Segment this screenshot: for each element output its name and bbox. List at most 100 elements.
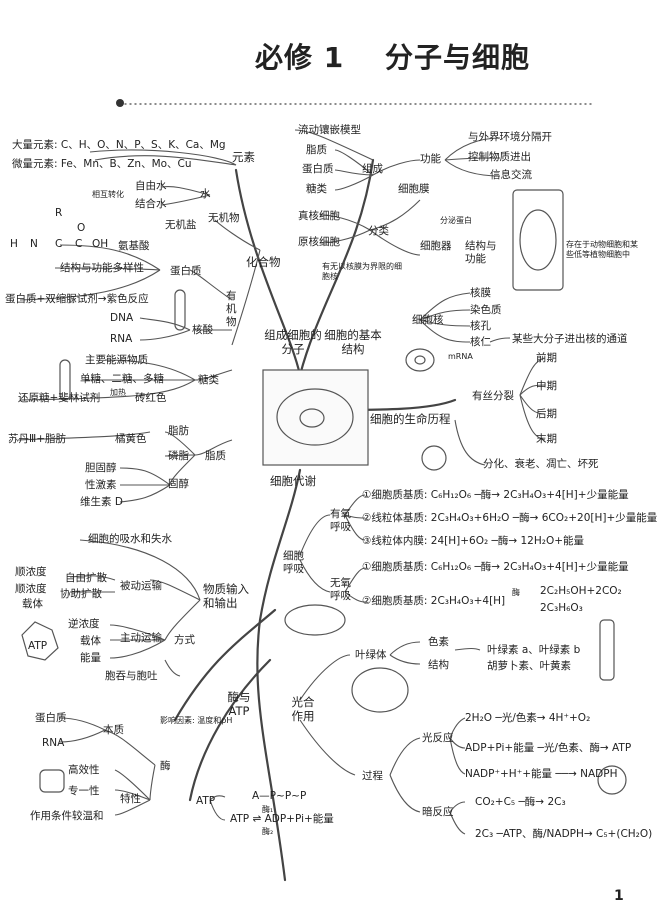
atp-badge: ATP bbox=[28, 640, 48, 652]
mrna-label: mRNA bbox=[448, 352, 473, 361]
inorganic-matter: 无机物 bbox=[208, 212, 240, 224]
dark-reaction: 暗反应 bbox=[422, 806, 454, 818]
co2-fixation: CO₂+C₅ ─酶→ 2C₃ bbox=[475, 796, 566, 808]
enzyme-2: 酶₂ bbox=[262, 827, 274, 836]
atp-structure: A—P~P~P bbox=[252, 790, 307, 802]
node-compounds: 化合物 bbox=[246, 255, 281, 269]
amino-r: R bbox=[55, 207, 63, 219]
node-respiration: 细胞呼吸 bbox=[283, 550, 304, 575]
classification: 分类 bbox=[368, 225, 389, 237]
carotene: 胡萝卜素、叶黄素 bbox=[487, 660, 571, 672]
page-title: 必修 1 bbox=[255, 41, 345, 74]
prokaryote: 原核细胞 bbox=[298, 236, 340, 248]
page-subtitle: 分子与细胞 bbox=[385, 41, 531, 74]
structure-function: 结构与功能 bbox=[465, 240, 497, 265]
c3-reduction: 2C₃ ─ATP、酶/NADPH→ C₅+(CH₂O) bbox=[475, 828, 653, 840]
composition: 组成 bbox=[362, 163, 383, 175]
aerobic-step-1: ①细胞质基质: C₆H₁₂O₆ ─酶→ 2C₃H₄O₃+4[H]+少量能量 bbox=[362, 489, 629, 501]
nuclear-pore: 核孔 bbox=[470, 320, 491, 332]
node-cell-membrane: 细胞膜 bbox=[398, 183, 430, 195]
differentiation: 分化、衰老、凋亡、坏死 bbox=[483, 458, 599, 470]
cholesterol: 胆固醇 bbox=[85, 462, 117, 474]
amino-c: C bbox=[55, 238, 63, 250]
aerobic-step-3: ③线粒体内膜: 24[H]+6O₂ ─酶→ 12H₂O+能量 bbox=[362, 535, 585, 547]
amino-o: O bbox=[77, 222, 86, 234]
atp-equation: ATP ⇌ ADP+Pi+能量 bbox=[230, 813, 334, 825]
nadph-synthesis: NADP⁺+H⁺+能量 ──→ NADPH bbox=[465, 768, 618, 780]
anaerobic: 无氧呼吸 bbox=[330, 577, 351, 602]
amino-oh: OH bbox=[92, 238, 109, 250]
node-cell-structure: 细胞的基本结构 bbox=[324, 328, 382, 356]
process: 过程 bbox=[362, 770, 383, 782]
inorganic-salt: 无机盐 bbox=[165, 219, 197, 231]
along-gradient: 顺浓度 bbox=[15, 566, 47, 578]
telophase: 末期 bbox=[536, 433, 557, 445]
nucleolus: 核仁 bbox=[470, 336, 491, 348]
amino-acid: 氨基酸 bbox=[118, 240, 150, 252]
method: 方式 bbox=[174, 634, 195, 646]
water-absorption: 细胞的吸水和失水 bbox=[88, 533, 172, 545]
enzyme-1: 酶₁ bbox=[262, 805, 274, 814]
node-sugars: 糖类 bbox=[198, 374, 219, 386]
aerobic-step-2: ②线粒体基质: 2C₃H₄O₃+6H₂O ─酶→ 6CO₂+20[H]+少量能量 bbox=[362, 512, 658, 524]
passive-transport: 被动运输 bbox=[120, 580, 162, 592]
centriole-note: 存在于动物细胞和某些低等植物细胞中 bbox=[566, 240, 638, 259]
heating: 加热 bbox=[110, 388, 126, 397]
high-efficiency: 高效性 bbox=[68, 764, 100, 776]
macromolecule-channel: 某些大分子进出核的通道 bbox=[512, 333, 628, 345]
node-metabolism: 细胞代谢 bbox=[270, 474, 316, 488]
node-enzyme-atp: 酶与ATP bbox=[227, 690, 251, 718]
mem-lipid: 脂质 bbox=[306, 144, 327, 156]
simple-diffusion: 自由扩散 bbox=[65, 572, 107, 584]
node-atp: ATP bbox=[196, 795, 216, 807]
node-nucleic-acid: 核酸 bbox=[192, 324, 213, 336]
anaerobic-step-1: ①细胞质基质: C₆H₁₂O₆ ─酶→ 2C₃H₄O₃+4[H]+少量能量 bbox=[362, 561, 629, 573]
anaphase: 后期 bbox=[536, 408, 557, 420]
enzyme-protein: 蛋白质 bbox=[35, 712, 67, 724]
brick-red: 砖红色 bbox=[135, 392, 167, 404]
orange-yellow: 橘黄色 bbox=[115, 433, 147, 445]
fat: 脂肪 bbox=[168, 425, 189, 437]
node-enzyme: 酶 bbox=[160, 760, 171, 772]
node-nucleus: 细胞核 bbox=[412, 314, 444, 326]
sudan-fat: 苏丹Ⅲ+脂肪 bbox=[8, 433, 67, 445]
vitamin-d: 维生素 D bbox=[80, 496, 123, 508]
node-lipids: 脂质 bbox=[205, 450, 226, 462]
chromatin: 染色质 bbox=[470, 304, 502, 316]
amino-h: H bbox=[10, 238, 18, 250]
structure: 结构 bbox=[428, 659, 449, 671]
nuclear-membrane-note: 有无以核膜为界限的细胞核 bbox=[322, 262, 402, 281]
mem-protein: 蛋白质 bbox=[302, 163, 334, 175]
mitosis: 有丝分裂 bbox=[472, 390, 514, 402]
control-exchange: 控制物质进出 bbox=[468, 151, 531, 163]
sex-hormone: 性激素 bbox=[85, 479, 117, 491]
node-transport: 物质输入和输出 bbox=[203, 582, 249, 610]
anaerobic-step-2: ②细胞质基质: 2C₃H₄O₃+4[H] bbox=[362, 595, 506, 607]
reducing-sugar: 还原糖+斐林试剂 bbox=[18, 392, 101, 404]
water: 水 bbox=[200, 188, 211, 200]
structure-diversity: 结构与功能多样性 bbox=[60, 262, 144, 274]
enzyme-label: 酶 bbox=[512, 588, 520, 597]
separate-env: 与外界环境分隔开 bbox=[468, 131, 552, 143]
prophase: 前期 bbox=[536, 352, 557, 364]
organic-matter: 有机物 bbox=[226, 290, 237, 328]
dna: DNA bbox=[110, 312, 134, 324]
amino-n: N bbox=[30, 238, 38, 250]
endocytosis: 胞吞与胞吐 bbox=[105, 670, 158, 682]
interconversion: 相互转化 bbox=[92, 190, 124, 199]
facilitated-diffusion: 协助扩散 bbox=[60, 588, 102, 600]
sugar-types: 单糖、二糖、多糖 bbox=[80, 373, 164, 385]
node-protein: 蛋白质 bbox=[170, 265, 202, 277]
along-gradient-2: 顺浓度 bbox=[15, 583, 47, 595]
secretory-protein: 分泌蛋白 bbox=[440, 216, 472, 225]
energy: 能量 bbox=[80, 652, 101, 664]
node-cell-life: 细胞的生命历程 bbox=[370, 412, 451, 426]
influence-factors: 影响因素: 温度和pH bbox=[160, 716, 233, 725]
alcohol-product: 2C₂H₅OH+2CO₂ bbox=[540, 585, 622, 597]
free-water: 自由水 bbox=[135, 180, 167, 192]
chloroplast: 叶绿体 bbox=[355, 649, 387, 661]
metaphase: 中期 bbox=[536, 380, 557, 392]
atp-synthesis: ADP+Pi+能量 ─光/色素、酶→ ATP bbox=[465, 742, 632, 754]
carrier: 载体 bbox=[22, 598, 43, 610]
fluid-mosaic: 流动镶嵌模型 bbox=[298, 124, 361, 136]
